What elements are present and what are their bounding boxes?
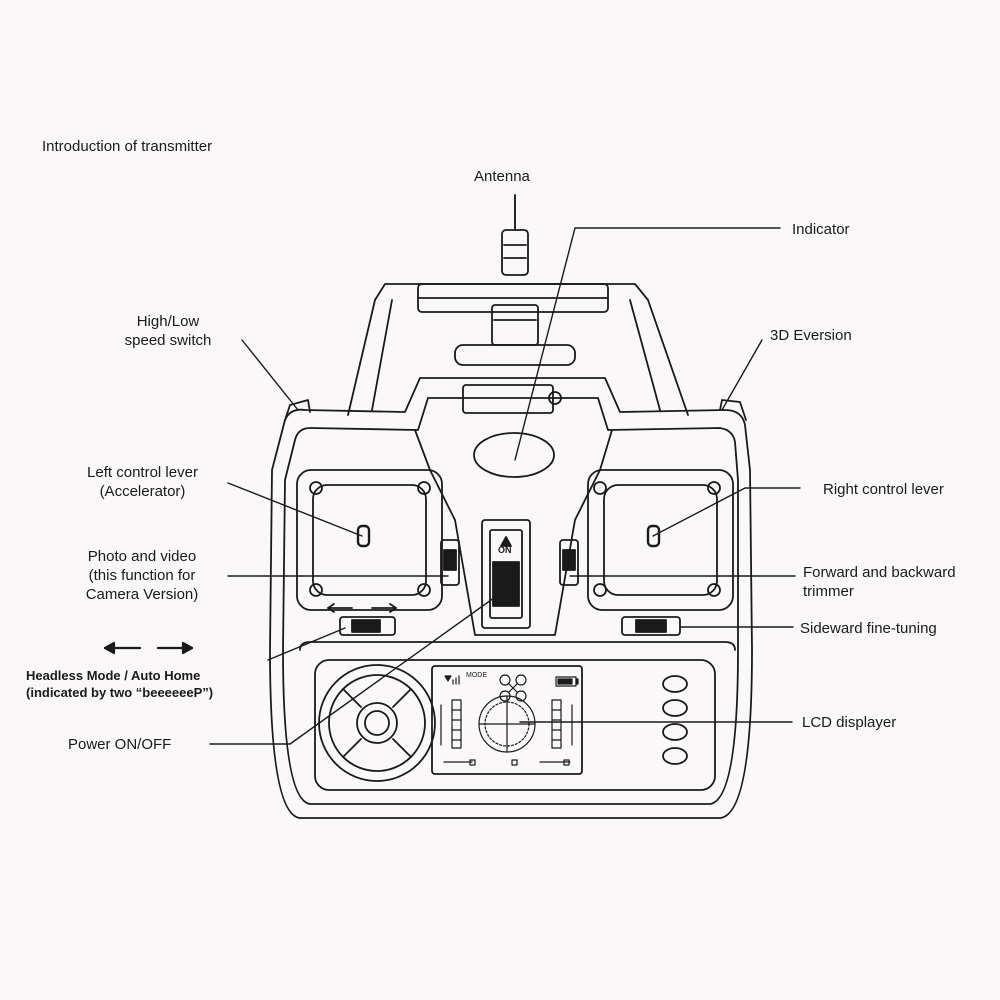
label-3d-eversion: 3D Eversion [770,327,852,344]
indicator-panel [462,384,562,478]
label-trimmer-line1: Forward and backward [803,564,956,581]
label-sideward-fine-tuning: Sideward fine-tuning [800,620,937,637]
label-right-lever: Right control lever [823,481,944,498]
label-photo-video-line2: (this function for [88,567,196,584]
label-indicator: Indicator [792,221,850,238]
left-gimbal [296,469,443,611]
leader-lines [209,194,801,745]
label-left-lever-line1: Left control lever [87,464,198,481]
label-headless-line1: Headless Mode / Auto Home [26,668,201,683]
label-power: Power ON/OFF [68,736,172,753]
direction-arrows [103,641,194,655]
horizontal-trimmers [327,603,681,636]
label-headless-line2: (indicated by two “beeeeeeP”) [26,685,214,700]
body-outline [269,377,753,819]
label-high-low-switch: High/Low speed switch [108,312,228,350]
lcd-mode-text: MODE [466,672,487,679]
vertical-trimmers [440,539,579,586]
label-headless-mode: Headless Mode / Auto Home (indicated by … [26,667,213,701]
right-gimbal [587,469,734,611]
label-left-lever: Left control lever (Accelerator) [60,463,225,501]
power-switch-on-text: ON [498,545,512,555]
lcd-screen [431,665,583,775]
diagram-title: Introduction of transmitter [42,138,213,155]
handle-part [347,283,689,416]
label-high-low-line2: speed switch [124,332,212,349]
label-photo-video-line3: Camera Version) [85,586,199,603]
label-antenna: Antenna [474,168,530,185]
label-left-lever-line2: (Accelerator) [99,483,186,500]
label-trimmer: Forward and backward trimmer [803,563,956,601]
label-photo-video: Photo and video (this function for Camer… [62,547,222,604]
label-photo-video-line1: Photo and video [87,548,197,565]
label-trimmer-line2: trimmer [803,583,854,600]
label-lcd-displayer: LCD displayer [802,714,897,731]
label-high-low-line1: High/Low [136,313,200,330]
power-switch [481,519,531,629]
lower-panel [299,641,736,791]
